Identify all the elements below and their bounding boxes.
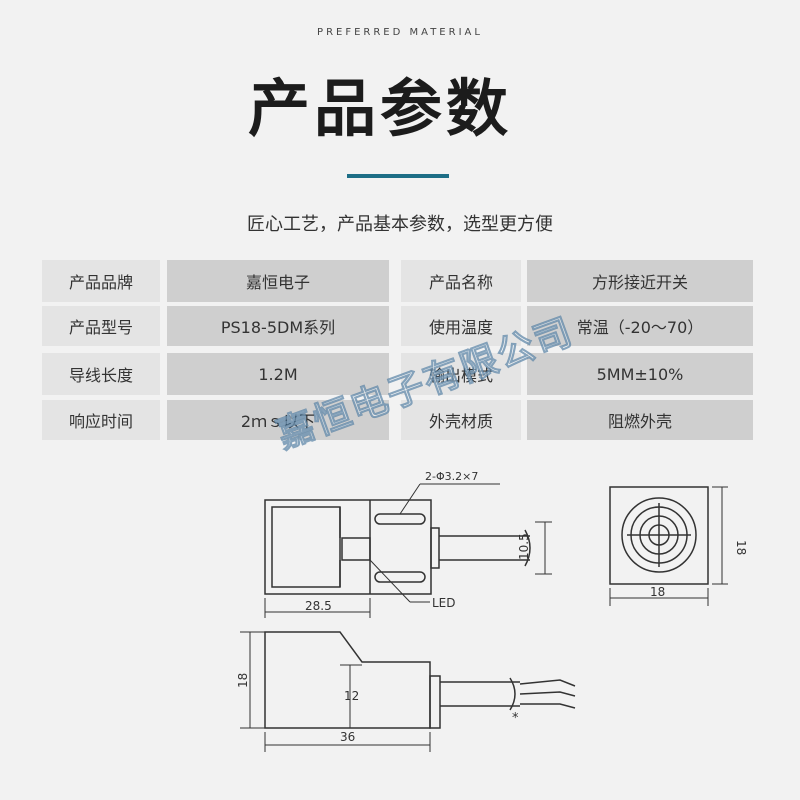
spec-label-model: 产品型号	[42, 306, 160, 346]
dim-side-height: 18	[236, 673, 250, 688]
spec-label-name: 产品名称	[401, 260, 521, 302]
hole-note: 2-Φ3.2×7	[425, 470, 478, 483]
spec-value-cable-length: 1.2M	[167, 353, 389, 395]
page-title: 产品参数	[247, 72, 512, 145]
top-view-led	[341, 537, 371, 561]
spec-value-model: PS18-5DM系列	[167, 306, 389, 346]
spec-label-output-mode: 输出模式	[401, 353, 521, 395]
led-label: LED	[432, 596, 456, 610]
spec-label-temperature: 使用温度	[401, 306, 521, 346]
spec-value-housing: 阻燃外壳	[527, 400, 753, 440]
dim-top-width: 28.5	[305, 599, 332, 613]
dim-side-width: 36	[340, 730, 355, 744]
dim-front-height: 18	[734, 540, 748, 555]
dim-side-inner: 12	[344, 689, 359, 703]
spec-value-name: 方形接近开关	[527, 260, 753, 302]
spec-value-response-time: 2ｍｓ以下	[167, 400, 389, 440]
front-view-body	[609, 486, 709, 585]
spec-label-cable-length: 导线长度	[42, 353, 160, 395]
dim-front-width: 18	[650, 585, 665, 599]
asterisk-mark: *	[512, 711, 519, 726]
spec-value-brand: 嘉恒电子	[167, 260, 389, 302]
eyebrow-text: PREFERRED MATERIAL	[317, 27, 483, 38]
spec-value-output-mode: 5MM±10%	[527, 353, 753, 395]
accent-bar	[347, 174, 449, 178]
spec-label-housing: 外壳材质	[401, 400, 521, 440]
top-view-sensing-face	[271, 506, 341, 588]
mounting-slot-top	[374, 513, 426, 525]
spec-label-brand: 产品品牌	[42, 260, 160, 302]
side-view-body	[264, 631, 431, 729]
spec-value-temperature: 常温（-20～70）	[527, 306, 753, 346]
mounting-slot-bottom	[374, 571, 426, 583]
subtitle: 匠心工艺，产品基本参数，选型更方便	[247, 214, 553, 235]
dim-top-height: 10.5	[517, 533, 531, 560]
spec-label-response-time: 响应时间	[42, 400, 160, 440]
